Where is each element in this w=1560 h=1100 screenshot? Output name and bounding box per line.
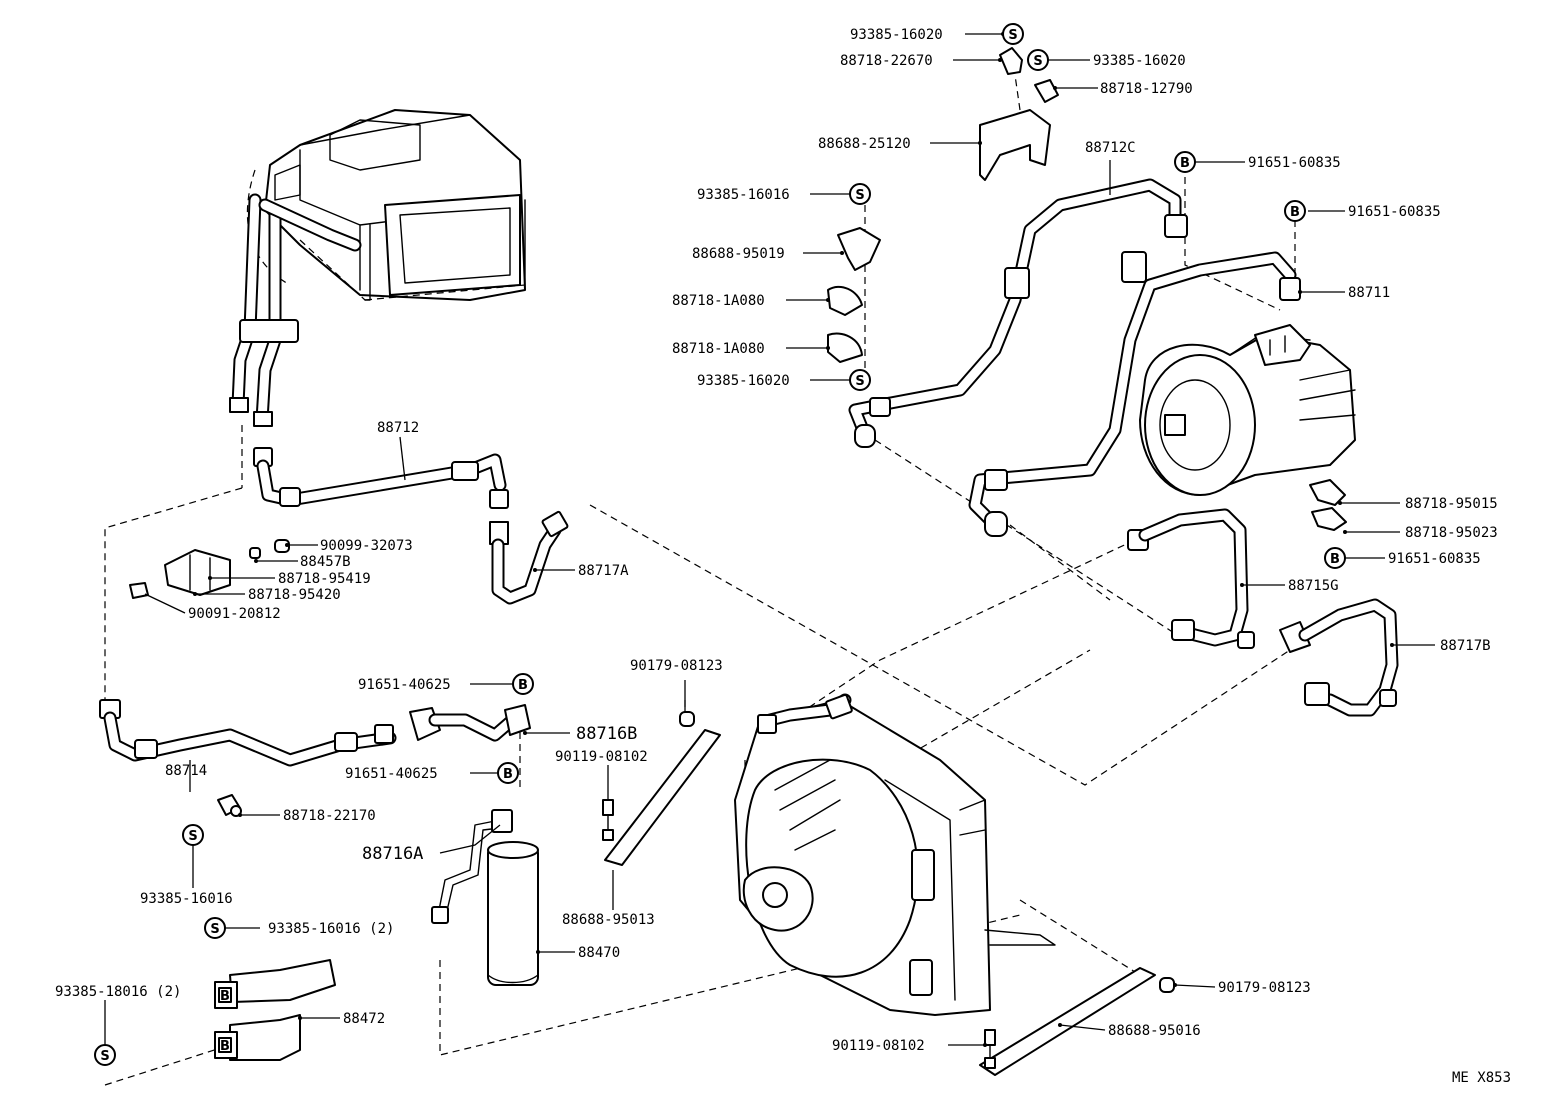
part-number-labels: 93385-16020 88718-22670 93385-16020 8871… (55, 27, 1511, 1086)
s-badge: S (1027, 49, 1049, 71)
part-label: 88688-95013 (562, 912, 655, 928)
svg-text:S: S (210, 922, 219, 937)
bracket-88688-95016 (979, 967, 1175, 1076)
part-label: 91651-40625 (345, 766, 438, 782)
b-badge-marker: B (218, 1037, 232, 1054)
pipe-88711 (968, 251, 1301, 537)
svg-text:S: S (188, 829, 197, 844)
clamp-88718-22170 (217, 794, 242, 817)
part-label: 88457B (300, 554, 351, 570)
pipe-88716b (409, 704, 531, 742)
bolts (602, 829, 996, 1069)
s-badge: S (849, 183, 871, 205)
part-label: 90091-20812 (188, 606, 281, 622)
part-label: 93385-16020 (697, 373, 790, 389)
pipe-88712c (848, 178, 1188, 448)
part-label: 88717A (578, 563, 629, 579)
part-label: 88718-95023 (1405, 525, 1498, 541)
badges: S S B B S S B B B S S S B B (94, 23, 1346, 1066)
part-label: 88470 (578, 945, 620, 961)
part-label: 88718-95419 (278, 571, 371, 587)
part-label: 88718-1A080 (672, 293, 765, 309)
part-label: 90119-08102 (832, 1038, 925, 1054)
condenser-fan-assembly (734, 693, 1056, 1016)
s-badge: S (182, 824, 204, 846)
svg-text:B: B (503, 767, 513, 782)
part-label: 90099-32073 (320, 538, 413, 554)
part-label: 88712 (377, 420, 419, 436)
part-label: 93385-16016 (140, 891, 233, 907)
clamp-stack-1a080 (827, 227, 881, 363)
clamp-set-small (129, 539, 290, 599)
part-label: 93385-16020 (850, 27, 943, 43)
compressor (1139, 324, 1356, 496)
part-label: 88688-95019 (692, 246, 785, 262)
receiver-dryer (431, 809, 539, 986)
pipe-88717a (489, 510, 569, 605)
b-badge: B (1324, 547, 1346, 569)
svg-text:B: B (1290, 205, 1300, 220)
part-label: 91651-60835 (1388, 551, 1481, 567)
svg-text:S: S (100, 1049, 109, 1064)
svg-text:S: S (1008, 28, 1017, 43)
part-label: 93385-16016 (697, 187, 790, 203)
part-label: 88718-95015 (1405, 496, 1498, 512)
part-label: 88718-22170 (283, 808, 376, 824)
part-label: 88717B (1440, 638, 1491, 654)
svg-text:B: B (220, 1039, 230, 1054)
part-label: 93385-16020 (1093, 53, 1186, 69)
svg-text:B: B (1330, 552, 1340, 567)
part-label: 88688-95016 (1108, 1023, 1201, 1039)
s-badge: S (1002, 23, 1024, 45)
compressor-clamps (1309, 479, 1347, 531)
part-label: 91651-40625 (358, 677, 451, 693)
s-badge: S (204, 917, 226, 939)
part-label: 88716A (362, 844, 423, 864)
top-bracket-assembly (979, 47, 1059, 181)
evaporator-unit (246, 109, 526, 301)
leader-lines (104, 33, 1435, 1046)
part-label: 88472 (343, 1011, 385, 1027)
pipe-88715g (1127, 508, 1255, 649)
part-label: 93385-16016 (2) (268, 921, 394, 937)
svg-text:B: B (1180, 156, 1190, 171)
part-label: 90179-08123 (630, 658, 723, 674)
s-badge: S (849, 369, 871, 391)
svg-text:B: B (518, 678, 528, 693)
part-label: 88715G (1288, 578, 1339, 594)
part-label: 88718-22670 (840, 53, 933, 69)
part-label: 88718-12790 (1100, 81, 1193, 97)
part-label: 88714 (165, 763, 207, 779)
part-label: 88688-25120 (818, 136, 911, 152)
part-label: 91651-60835 (1348, 204, 1441, 220)
svg-text:S: S (855, 188, 864, 203)
part-label: 90179-08123 (1218, 980, 1311, 996)
b-badge: B (1284, 200, 1306, 222)
b-badge: B (1174, 151, 1196, 173)
b-badge: B (497, 762, 519, 784)
part-label: 88711 (1348, 285, 1390, 301)
svg-text:B: B (220, 989, 230, 1004)
b-badge: B (512, 673, 534, 695)
part-label: 91651-60835 (1248, 155, 1341, 171)
part-label: 88718-95420 (248, 587, 341, 603)
part-label: 88712C (1085, 140, 1136, 156)
diagram-code: ME X853 (1452, 1070, 1511, 1086)
part-label: 88718-1A080 (672, 341, 765, 357)
svg-text:S: S (855, 374, 864, 389)
svg-text:S: S (1033, 54, 1042, 69)
dryer-bracket (214, 959, 336, 1061)
evaporator-pipes (229, 193, 362, 427)
part-label: 90119-08102 (555, 749, 648, 765)
leader-dots (193, 32, 1394, 1047)
pipe-88717b (1279, 598, 1399, 717)
pipe-88712 (253, 447, 509, 509)
pipe-88714 (99, 699, 397, 767)
s-badge: S (94, 1044, 116, 1066)
bracket-88688-95013 (602, 711, 721, 866)
b-badge-marker: B (218, 987, 232, 1004)
part-label: 88716B (576, 724, 637, 744)
part-label: 93385-18016 (2) (55, 984, 181, 1000)
